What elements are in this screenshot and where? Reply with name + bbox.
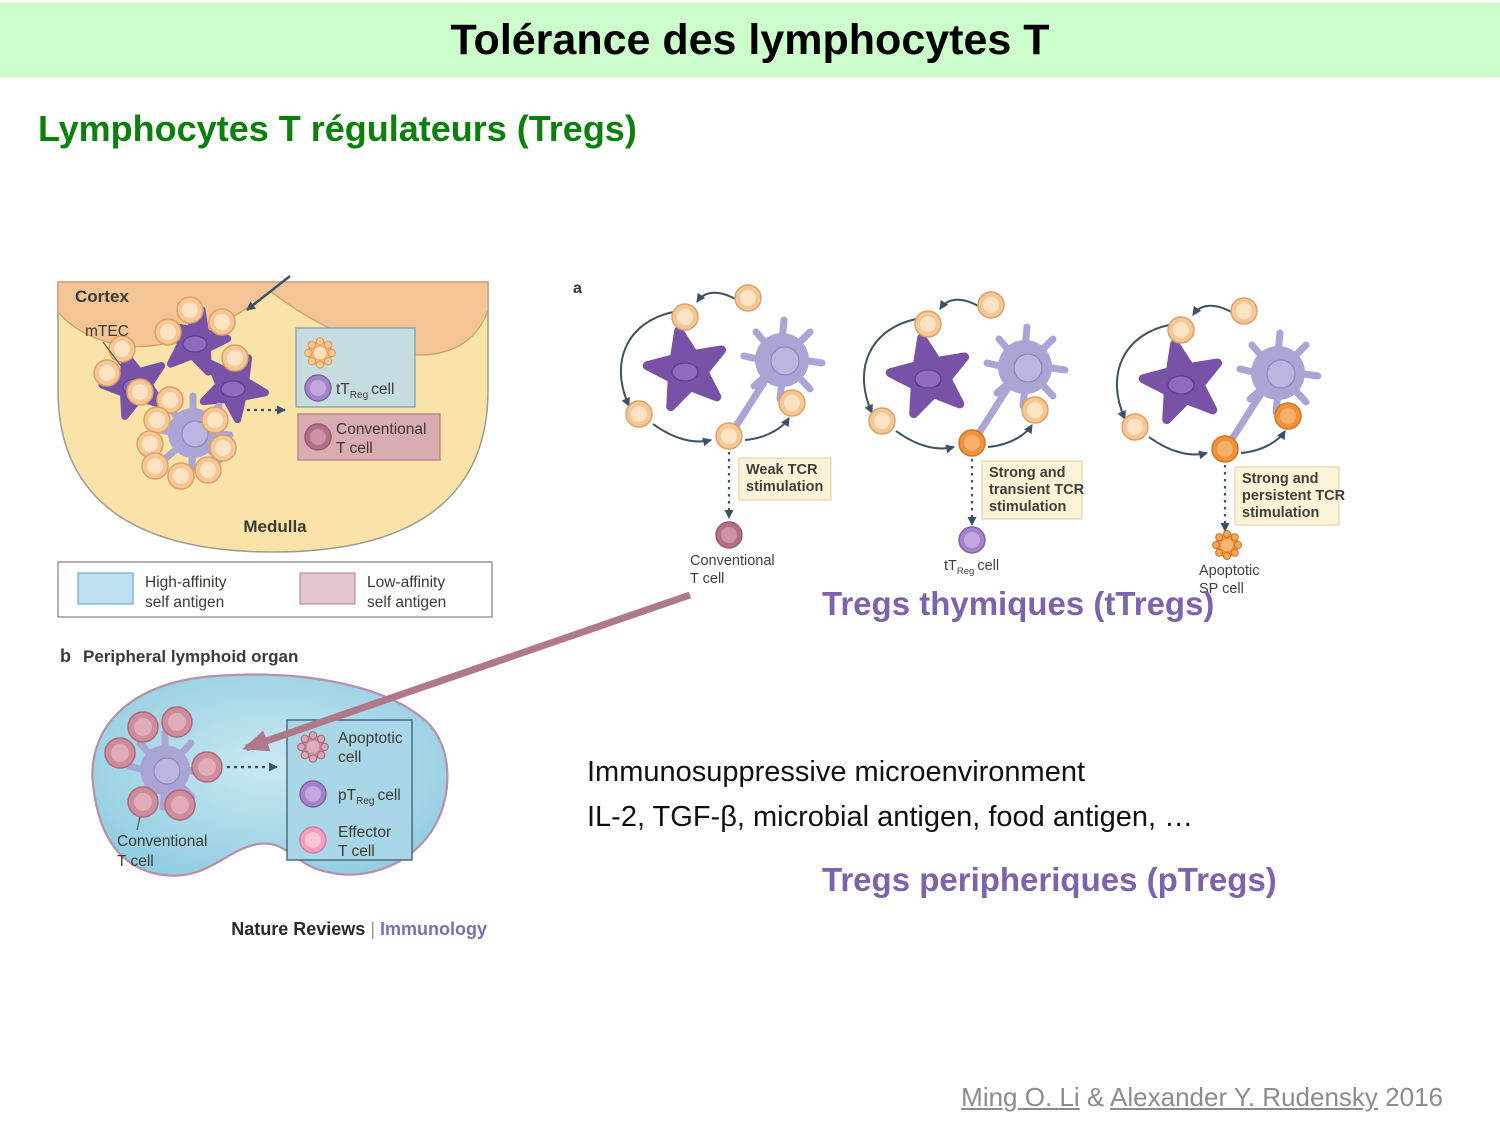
citation-year: 2016 [1385, 1082, 1443, 1112]
result-label-1: Apoptotic [1199, 563, 1259, 579]
section-subtitle: Lymphocytes T régulateurs (Tregs) [38, 108, 637, 149]
high-affinity-label-1: High-affinity [145, 574, 227, 591]
stimulation-text-2: stimulation [746, 479, 823, 495]
conventional-outcome-box: Conventional T cell [297, 413, 441, 461]
slide-title: Tolérance des lymphocytes T [450, 16, 1050, 64]
thymocytes [93, 296, 249, 490]
citation-author-rudensky[interactable]: Alexander Y. Rudensky [1110, 1082, 1378, 1112]
cortex-label: Cortex [75, 287, 129, 306]
dendritic-cell [983, 323, 1069, 410]
high-affinity-swatch [77, 572, 134, 605]
stimulation-box [738, 457, 832, 501]
tregs-thymiques-heading: Tregs thymiques (tTregs) [822, 585, 1215, 622]
mtec-label: mTEC [85, 323, 129, 340]
apoptotic-rose-icon [297, 731, 329, 763]
circulation-arrows [862, 298, 1033, 454]
mtec-nuclei [122, 335, 246, 398]
apoptotic-label-2: cell [338, 749, 361, 766]
stimulation-text-1: Weak TCR [746, 462, 818, 478]
lymphoid-organ-shape [91, 673, 449, 877]
mtec-nucleus [914, 369, 942, 389]
thymocytes [625, 284, 806, 450]
stimulation-text-3: stimulation [989, 499, 1066, 515]
conventional-t-cell [715, 521, 743, 549]
journal-caption: Nature Reviews|Immunology [231, 919, 487, 939]
figure-tcr-stimulation: a [573, 280, 1346, 595]
medulla-shape [57, 281, 489, 553]
stimulation-box [981, 460, 1083, 520]
dc-arm [729, 374, 771, 434]
microenvironment-text: Immunosuppressive microenvironment IL-2,… [587, 750, 1193, 840]
mtec-nucleus [1167, 375, 1195, 395]
panel-a-letter: a [573, 280, 582, 297]
peripheral-conv-label-2: T cell [117, 853, 154, 870]
result-label-1: Conventional [690, 553, 775, 569]
mtec-nucleus [671, 362, 699, 382]
mtec-pointer-line [102, 341, 122, 367]
result-label-2: T cell [690, 571, 724, 587]
low-affinity-label-1: Low-affinity [367, 574, 445, 591]
low-affinity-swatch [299, 572, 356, 605]
stimulation-text-3: stimulation [1242, 505, 1319, 521]
conventional-cell-label-2: T cell [336, 440, 373, 457]
mtec-star [642, 323, 731, 410]
thymocytes [1121, 297, 1302, 463]
microenvironment-line-2: IL-2, TGF-β, microbial antigen, food ant… [587, 801, 1194, 833]
citation: Ming O. Li & Alexander Y. Rudensky 2016 [961, 1082, 1443, 1113]
mtec-cells [95, 303, 276, 425]
stimulation-box [1234, 466, 1340, 526]
microenvironment-line-1: Immunosuppressive microenvironment [587, 756, 1086, 788]
effector-label-2: T cell [338, 843, 375, 860]
peripheral-conv-label-1: Conventional [117, 833, 207, 850]
mtec-star [1138, 336, 1227, 423]
peripheral-t-cells [104, 706, 223, 821]
stimulation-text-1: Strong and [1242, 471, 1319, 487]
dc-arm [972, 381, 1014, 441]
apoptotic-label-1: Apoptotic [338, 730, 403, 747]
cortex-shape [57, 281, 489, 356]
effector-label-1: Effector [338, 824, 391, 841]
peripheral-organ-diagram: b Peripheral lymphoid organ Conventional… [60, 646, 487, 939]
conventional-cell-label-1: Conventional [336, 421, 426, 438]
entry-arrow [246, 275, 291, 311]
panel-b-letter: b [60, 646, 71, 666]
stimulation-text-2: transient TCR [989, 482, 1085, 498]
dc-arm [1225, 387, 1267, 447]
thymocytes [868, 291, 1049, 457]
high-affinity-label-2: self antigen [145, 594, 224, 611]
low-affinity-label-2: self antigen [367, 594, 446, 611]
apoptotic-cell-icon [304, 337, 336, 369]
citation-ampersand: & [1086, 1082, 1105, 1112]
panel-b-title: Peripheral lymphoid organ [83, 647, 298, 666]
circulation-arrows [619, 291, 790, 447]
dendritic-cell [1236, 329, 1322, 416]
affinity-legend: High-affinity self antigen Low-affinity … [57, 561, 493, 618]
tregs-peripheriques-heading: Tregs peripheriques (pTregs) [822, 861, 1277, 898]
apoptotic-sp-cell [1212, 530, 1242, 560]
mtec-star [885, 330, 974, 417]
stimulation-text-1: Strong and [989, 465, 1066, 481]
dendritic-cell [157, 396, 230, 470]
ttreg-cell [958, 526, 986, 554]
conv-pointer-line [136, 816, 141, 831]
circulation-arrows [1115, 304, 1286, 460]
citation-author-li[interactable]: Ming O. Li [961, 1082, 1080, 1112]
header-banner: Tolérance des lymphocytes T [0, 3, 1500, 77]
stimulation-text-2: persistent TCR [1242, 488, 1346, 504]
tcr-panel-weak: Weak TCR stimulation Conventional T cell [619, 284, 832, 587]
medulla-label: Medulla [243, 517, 307, 536]
peripheral-dendritic-cell [129, 733, 202, 807]
tcr-panel-transient: Strong and transient TCR stimulation tTR… [862, 291, 1085, 577]
tcr-panel-persistent: Strong and persistent TCR stimulation Ap… [1115, 297, 1346, 595]
dendritic-cell [740, 316, 826, 403]
